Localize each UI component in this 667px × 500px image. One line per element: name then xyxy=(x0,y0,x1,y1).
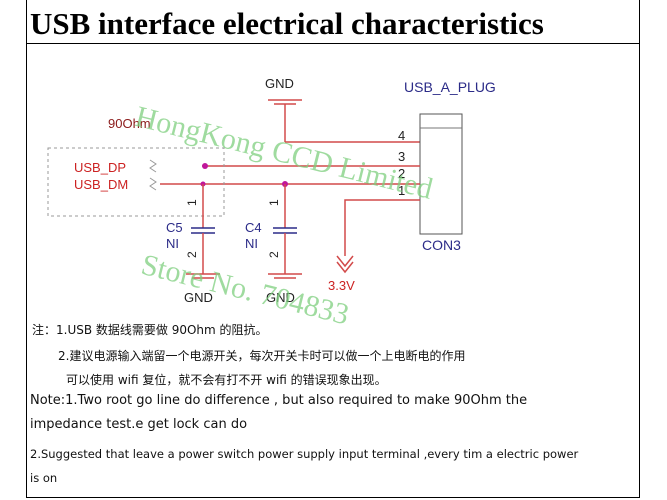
usb-dp-label: USB_DP xyxy=(74,160,126,175)
pin3-label: 3 xyxy=(398,149,405,164)
c5-pin1-label: 1 xyxy=(185,199,199,206)
note-cn-3: 可以使用 wifi 复位，就不会有打不开 wifi 的错误现象出现。 xyxy=(66,373,387,387)
usb-data-box xyxy=(47,147,225,217)
note-cn-2: 2.建议电源输入端留一个电源开关，每次开关卡时可以做一个上电断电的作用 xyxy=(58,349,466,363)
dp-zigzag xyxy=(149,159,157,173)
dp-junction xyxy=(202,163,208,169)
gnd-c4-label: GND xyxy=(266,290,295,305)
con3-label: CON3 xyxy=(422,237,461,253)
note-en-2: impedance test.e get lock can do xyxy=(30,417,248,432)
c4-ni-label: NI xyxy=(245,236,258,251)
title-divider xyxy=(26,43,640,44)
usb-plug-label: USB_A_PLUG xyxy=(404,79,496,95)
c5-ni-label: NI xyxy=(166,236,179,251)
pin1-label: 1 xyxy=(398,183,405,198)
note-en-1: Note:1.Two root go line do difference , … xyxy=(30,393,528,408)
vcc-arrow-2 xyxy=(336,261,354,274)
connector-body xyxy=(419,113,463,235)
note-en-4: is on xyxy=(30,471,58,485)
pin2-label: 2 xyxy=(398,166,405,181)
c4-pin2-label: 2 xyxy=(267,251,281,258)
c4-pin1-label: 1 xyxy=(267,199,281,206)
pin4-label: 4 xyxy=(398,128,405,143)
note-cn-1: 注：1.USB 数据线需要做 90Ohm 的阻抗。 xyxy=(32,323,268,337)
gnd-c5-label: GND xyxy=(184,290,213,305)
gnd-top-label: GND xyxy=(265,76,294,91)
note-en-3: 2.Suggested that leave a power switch po… xyxy=(30,447,579,461)
dm-zigzag xyxy=(149,177,157,191)
vcc-arrow xyxy=(336,255,354,268)
resistor-label: 90Ohm xyxy=(108,116,151,131)
c5-label: C5 xyxy=(166,220,183,235)
page-frame xyxy=(26,0,640,498)
page-title: USB interface electrical characteristics xyxy=(30,6,544,41)
usb-dm-label: USB_DM xyxy=(74,177,128,192)
c5-pin2-label: 2 xyxy=(185,251,199,258)
vcc-label: 3.3V xyxy=(328,278,355,293)
c4-label: C4 xyxy=(245,220,262,235)
pin1-wire xyxy=(344,199,420,256)
